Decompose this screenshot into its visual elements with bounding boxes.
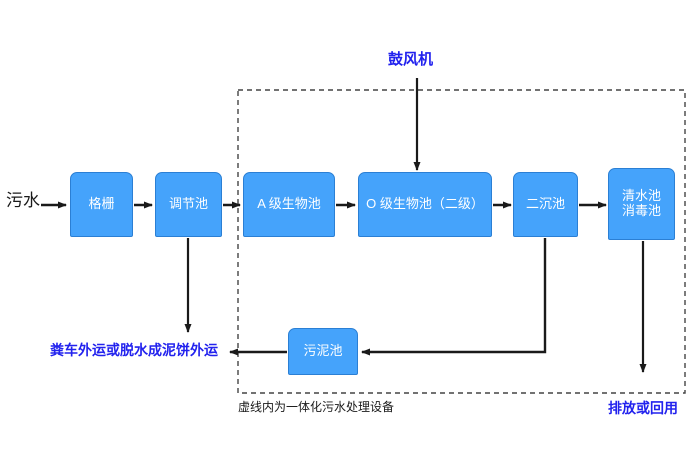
node-grille[interactable]: 格栅 bbox=[70, 172, 133, 237]
node-regulating-tank[interactable]: 调节池 bbox=[155, 172, 222, 237]
label-sludge-disposal: 粪车外运或脱水成泥饼外运 bbox=[50, 342, 218, 358]
label-dashed-box-caption: 虚线内为一体化污水处理设备 bbox=[238, 400, 395, 414]
arrow-settling-to-sludge bbox=[361, 238, 547, 356]
node-sludge-tank[interactable]: 污泥池 bbox=[288, 328, 358, 375]
node-clean-water-tank-line1: 清水池 bbox=[621, 188, 661, 204]
node-clean-water-tank[interactable]: 清水池 消毒池 bbox=[608, 168, 675, 240]
node-a-stage-bio-tank-label: A 级生物池 bbox=[257, 196, 321, 212]
integrated-equipment-boundary bbox=[237, 89, 686, 394]
node-regulating-tank-label: 调节池 bbox=[168, 196, 208, 212]
node-o-stage-bio-tank[interactable]: O 级生物池（二级） bbox=[358, 172, 492, 237]
label-inlet-wastewater: 污水 bbox=[6, 191, 40, 210]
node-clean-water-tank-line2: 消毒池 bbox=[621, 203, 661, 218]
node-o-stage-bio-tank-label: O 级生物池（二级） bbox=[366, 196, 484, 212]
node-sludge-tank-label: 污泥池 bbox=[303, 343, 343, 359]
label-discharge-or-reuse: 排放或回用 bbox=[608, 400, 678, 416]
node-a-stage-bio-tank[interactable]: A 级生物池 bbox=[243, 172, 335, 237]
label-blower: 鼓风机 bbox=[388, 51, 434, 68]
node-secondary-settling-tank-label: 二沉池 bbox=[525, 196, 565, 212]
node-secondary-settling-tank[interactable]: 二沉池 bbox=[513, 172, 578, 237]
node-grille-label: 格栅 bbox=[88, 196, 115, 212]
